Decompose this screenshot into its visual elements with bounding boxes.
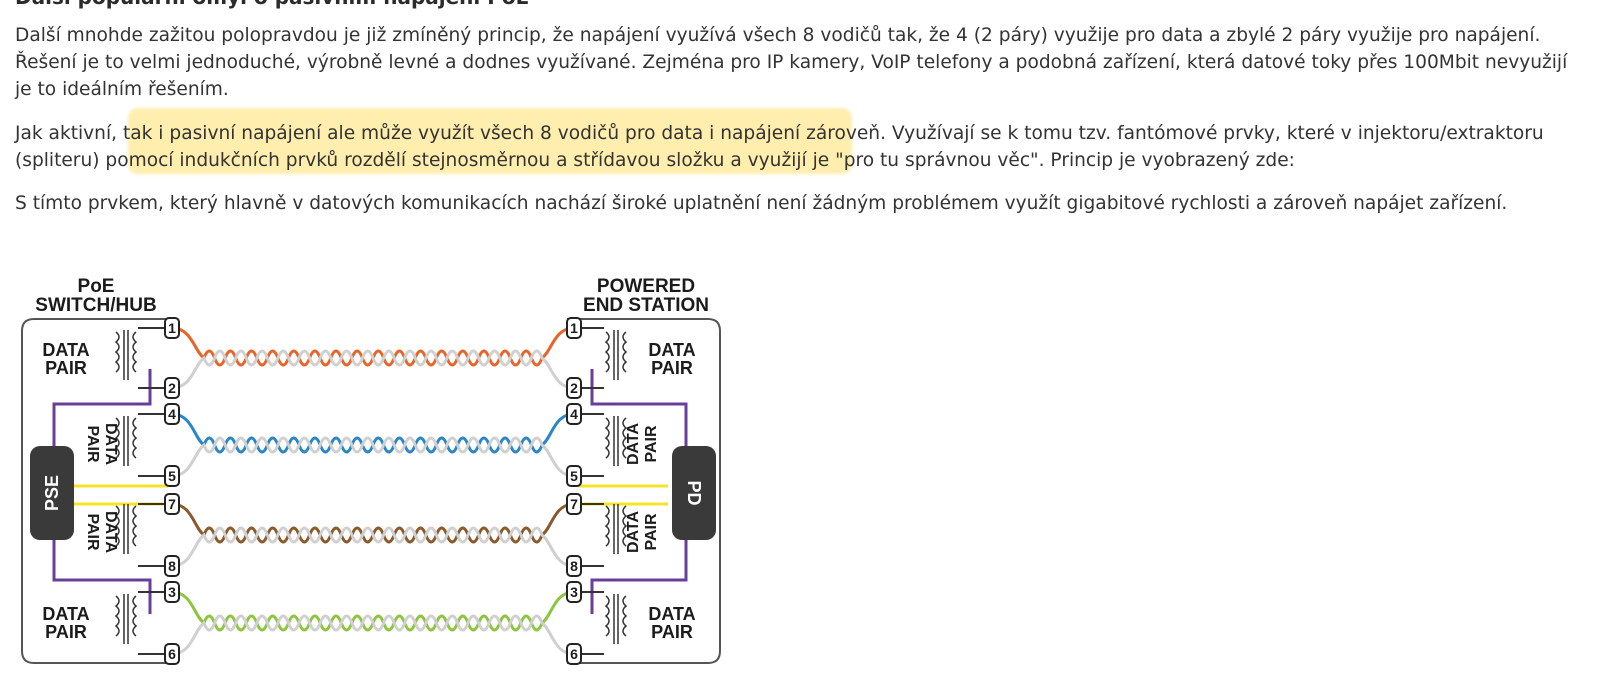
data-pair-label-right-3-line2: PAIR [643, 513, 660, 550]
pin-number: 6 [570, 646, 578, 662]
left-title-line2: SWITCH/HUB [35, 295, 156, 316]
power-wire-right-yellow [578, 484, 668, 506]
power-wire-left-yellow [74, 484, 168, 506]
pin-marker [566, 403, 582, 425]
power-wiring [52, 369, 688, 614]
data-pair-label-right-1-line1: DATA [648, 340, 695, 360]
transformer-right-3 [604, 504, 628, 554]
right-title-line1: POWERED [597, 276, 695, 297]
pin-marker [164, 377, 180, 399]
transformer-left-1 [114, 330, 138, 380]
data-pair-labels-rotated: DATA PAIR DATA PAIR DATA PAIR DATA PAIR [84, 423, 660, 554]
data-pair-label-left-3-line2: PAIR [84, 513, 101, 550]
pin-marker [566, 493, 582, 515]
pin-marker [164, 317, 180, 339]
pin-number: 2 [570, 380, 578, 396]
data-pair-label-left-1-line2: PAIR [45, 358, 87, 378]
pin-number: 7 [570, 496, 578, 512]
data-pair-label-right-2-line2: PAIR [643, 425, 660, 462]
pin-number: 8 [168, 558, 176, 574]
data-pair-label-left-4-line2: PAIR [45, 622, 87, 642]
paragraph-1: Další mnohde zažitou polopravdou je již … [15, 25, 1568, 100]
right-device-box [567, 318, 721, 664]
transformer-right-2 [604, 416, 628, 466]
twisted-wire-white [171, 526, 575, 568]
right-title-line2: END STATION [583, 295, 709, 316]
data-pair-label-left-1-line1: DATA [42, 340, 89, 360]
pin-number: 5 [168, 468, 176, 484]
pd-label: PD [684, 480, 704, 505]
pin-number: 6 [168, 646, 176, 662]
pin-marker [164, 465, 180, 487]
pin-number: 8 [570, 558, 578, 574]
paragraph-2: Jak aktivní, tak i pasivní napájení ale … [15, 123, 1544, 171]
pse-block [30, 446, 74, 540]
data-pair-label-left-2-line2: PAIR [84, 425, 101, 462]
pin-number: 4 [168, 406, 176, 422]
pin-marker [566, 317, 582, 339]
pin-number: 3 [168, 584, 176, 600]
power-wire-left-top [52, 369, 152, 468]
transformer-left-4 [114, 594, 138, 644]
pin-number: 5 [570, 468, 578, 484]
pin-number: 3 [570, 584, 578, 600]
pin-number: 1 [168, 320, 176, 336]
data-pair-label-right-1-line2: PAIR [651, 358, 693, 378]
power-wire-left-bottom [52, 518, 152, 614]
pin-labels: 1 2 1 2 4 5 4 5 7 8 7 8 3 6 3 6 [164, 317, 582, 665]
transformers [114, 330, 628, 644]
power-wire-right-top [590, 369, 688, 468]
transformer-right-4 [604, 594, 628, 644]
data-pair-label-right-4-line2: PAIR [651, 622, 693, 642]
pin-number: 7 [168, 496, 176, 512]
pin-marker [164, 643, 180, 665]
data-pair-label-right-4-line1: DATA [648, 604, 695, 624]
left-device-box [21, 318, 174, 664]
pin-marker [566, 555, 582, 577]
pin-number: 1 [570, 320, 578, 336]
pin-number: 4 [570, 406, 578, 422]
pin-marker [164, 403, 180, 425]
pse-label: PSE [42, 475, 62, 511]
twisted-wire-white [171, 436, 575, 478]
data-pair-label-left-4-line1: DATA [42, 604, 89, 624]
pin-marker [566, 581, 582, 603]
pin-marker [566, 643, 582, 665]
transformer-left-2 [114, 416, 138, 466]
power-wire-right-bottom [590, 518, 688, 614]
data-pair-label-right-2-line1: DATA [625, 423, 642, 466]
data-pair-label-left-3-line1: DATA [102, 511, 119, 554]
pin-number: 2 [168, 380, 176, 396]
pin-marker [566, 465, 582, 487]
transformer-right-1 [604, 330, 628, 380]
twisted-wire-white [171, 349, 575, 390]
pin-marker [164, 493, 180, 515]
pin-marker [566, 377, 582, 399]
transformer-left-3 [114, 504, 138, 554]
section-heading: Další populární omyl o pasivním napájení… [15, 0, 529, 8]
twisted-pairs [138, 326, 604, 656]
data-pair-label-left-2-line1: DATA [102, 423, 119, 466]
left-title-line1: PoE [78, 276, 115, 297]
twisted-wire-white [171, 614, 575, 656]
paragraph-3: S tímto prvkem, který hlavně v datových … [15, 193, 1508, 214]
pin-marker [164, 555, 180, 577]
data-pair-labels: DATA PAIR DATA PAIR DATA PAIR DATA PAIR [42, 340, 695, 642]
pd-block [672, 446, 716, 540]
data-pair-label-right-3-line1: DATA [625, 511, 642, 554]
pin-marker [164, 581, 180, 603]
poe-wiring-diagram: PoE SWITCH/HUB POWERED END STATION PSE P… [21, 276, 721, 665]
